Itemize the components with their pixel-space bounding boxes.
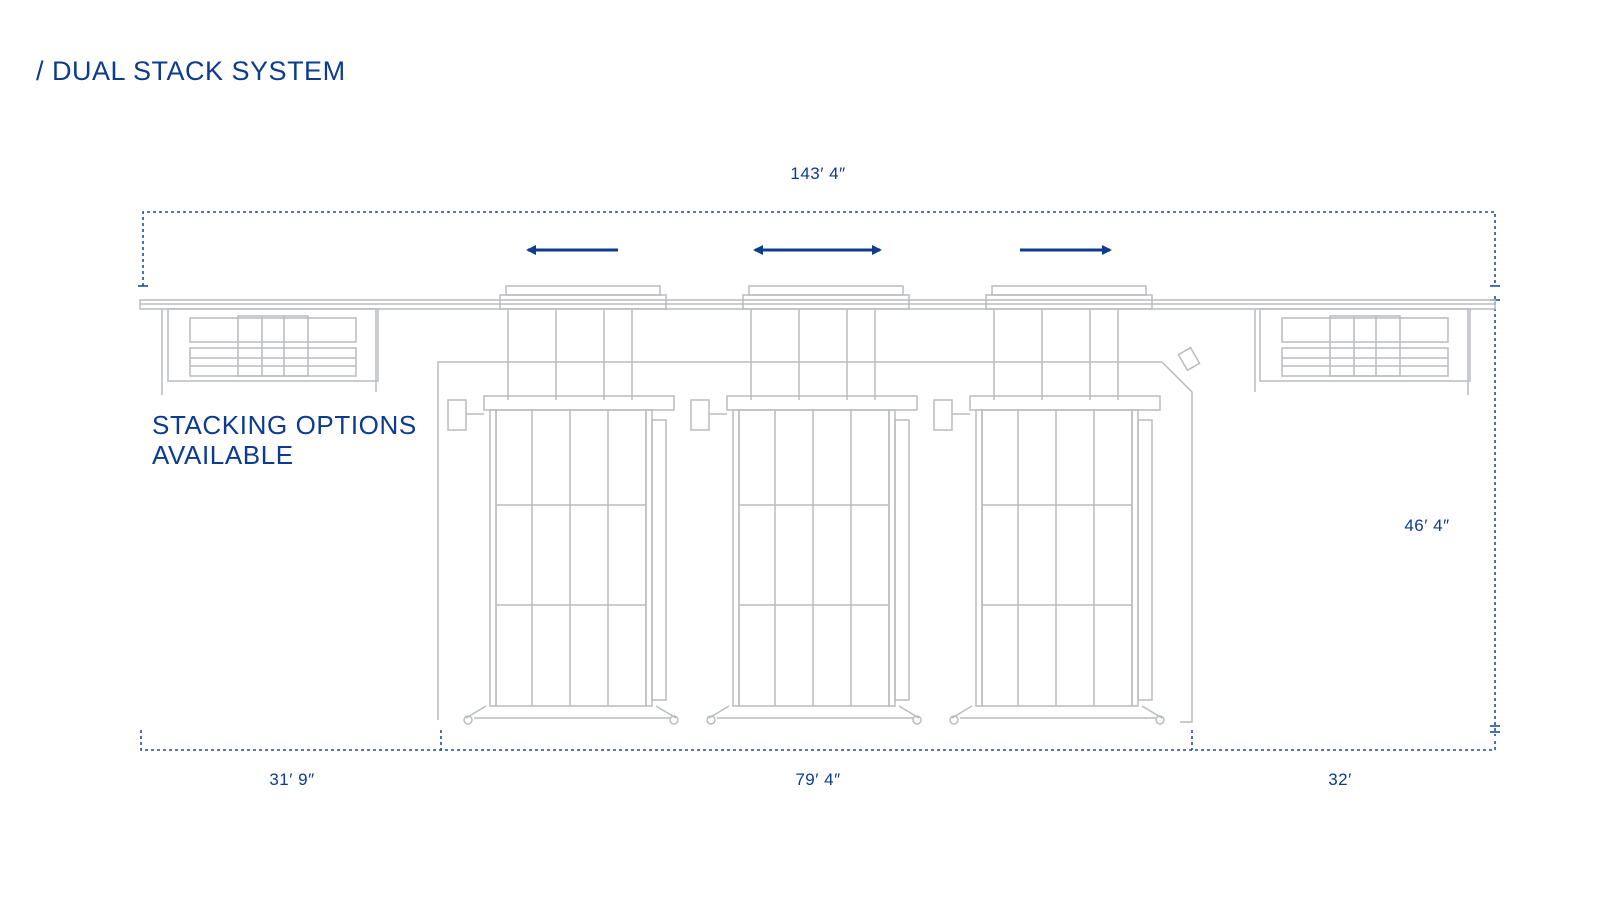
left-clearance-label: 31′ 9″ [269, 770, 315, 789]
right-parked-carriage [1254, 308, 1471, 395]
left-parked-carriage [161, 308, 379, 395]
stacking-unit-3 [933, 285, 1165, 725]
stacking-options-callout: STACKING OPTIONS AVAILABLE [152, 410, 417, 470]
bottom-dimension-line [140, 730, 1496, 751]
callout-line-2: AVAILABLE [152, 440, 294, 470]
dimension-ticks [138, 285, 1500, 733]
page-title: / DUAL STACK SYSTEM [36, 56, 346, 86]
stacking-unit-2 [690, 285, 922, 725]
height-label: 46′ 4″ [1404, 516, 1450, 535]
overall-width-label: 143′ 4″ [790, 164, 846, 183]
machine-drawing [139, 285, 1496, 725]
working-area-outline [437, 361, 1162, 720]
right-clearance-label: 32′ [1328, 770, 1352, 789]
stacking-unit-1 [447, 285, 679, 725]
top-dimension-line [142, 211, 1496, 286]
dimension-lines [140, 211, 1496, 751]
callout-line-1: STACKING OPTIONS [152, 410, 417, 440]
center-width-label: 79′ 4″ [795, 770, 841, 789]
